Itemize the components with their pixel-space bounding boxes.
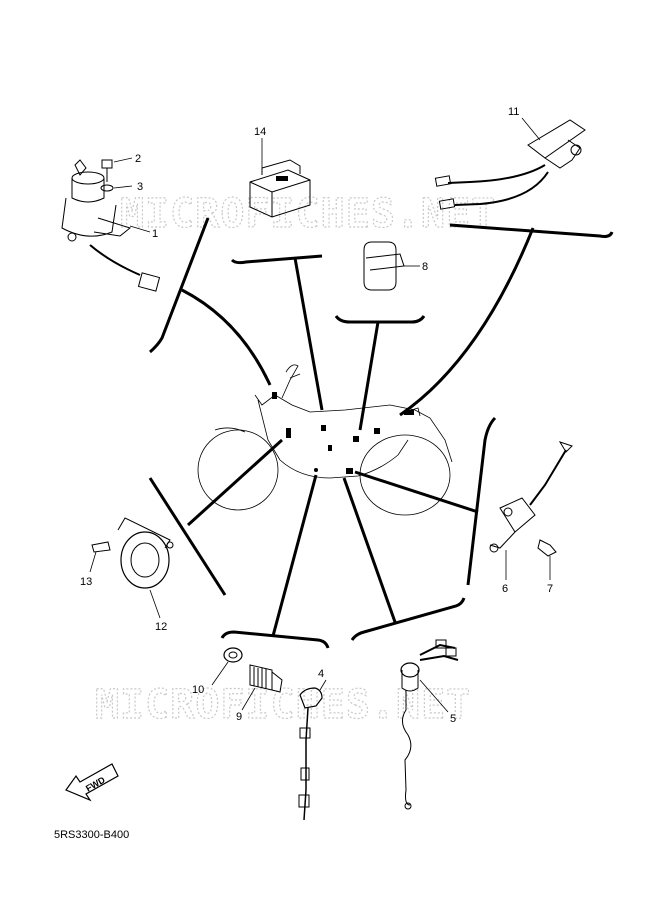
forward-arrow-icon: FWD (65, 763, 119, 802)
flasher-relay (363, 241, 420, 291)
watermark-top: MICROFICHES.NET (120, 191, 496, 237)
group-bracket-top-left (149, 217, 272, 386)
callout-12: 12 (155, 621, 167, 633)
callout-5: 5 (450, 713, 456, 725)
clutch-switch (434, 117, 586, 210)
motorcycle-silhouette (197, 364, 453, 516)
callout-7: 7 (547, 583, 553, 595)
callout-10: 10 (192, 684, 204, 696)
callout-11: 11 (508, 106, 519, 118)
callout-4: 4 (318, 668, 324, 680)
group-bracket-right (354, 416, 497, 586)
group-bracket-bottom-right (342, 477, 466, 641)
callout-3: 3 (137, 181, 143, 193)
sender-unit (298, 679, 327, 821)
main-switch-assembly (61, 157, 161, 292)
neutral-switch (211, 647, 283, 711)
watermark-bottom: MICROFICHES.NET (95, 682, 471, 728)
callout-9: 9 (236, 711, 242, 723)
callout-6: 6 (502, 583, 508, 595)
horn (89, 517, 174, 619)
callout-8: 8 (422, 261, 428, 273)
callout-2: 2 (135, 153, 141, 165)
callout-14: 14 (254, 126, 266, 138)
group-bracket-top-right (399, 223, 614, 417)
diagram-code: 5RS3300-B400 (54, 829, 129, 841)
group-bracket-bottom-center (220, 474, 330, 649)
group-bracket-center (334, 315, 426, 431)
callout-13: 13 (80, 576, 92, 588)
group-bracket-top-center (230, 254, 324, 411)
callout-1: 1 (152, 228, 158, 240)
sidestand-switch (489, 441, 573, 580)
group-bracket-left (148, 438, 284, 596)
brake-switch (400, 639, 459, 810)
relay-unit (249, 138, 311, 218)
